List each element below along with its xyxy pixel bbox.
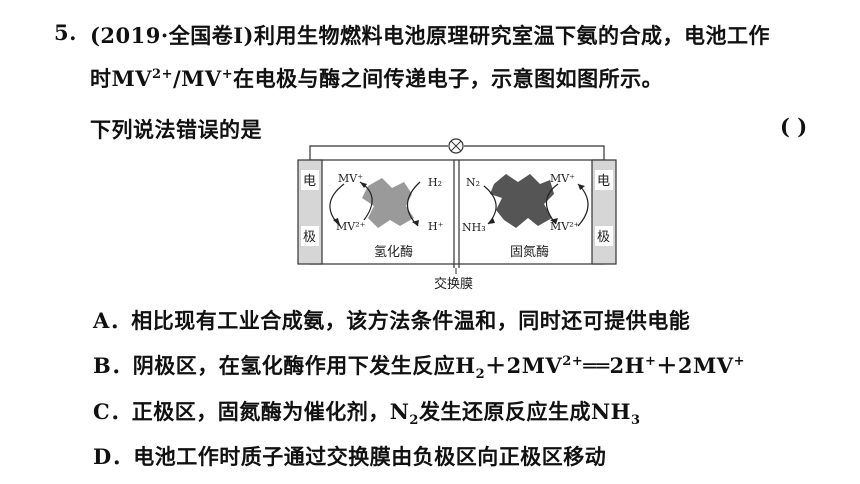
left-electrode-label-top: 电	[303, 174, 316, 189]
right-electrode-label-top: 电	[597, 174, 610, 189]
option-sup: +	[733, 354, 745, 369]
right-mv-plus-label: MV⁺	[550, 172, 575, 185]
left-mv-2plus-label: MV²⁺	[336, 220, 366, 233]
option-text: ＋2MV	[485, 353, 563, 378]
lamp-icon	[448, 138, 464, 154]
option-c: C．正极区，固氮酶为催化剂，N2发生还原反应生成NH3	[93, 396, 641, 428]
question-number: 5.	[54, 20, 77, 45]
hydrogenase-enzyme-shape	[362, 178, 414, 228]
right-electrode-label-bottom: 极	[597, 230, 610, 245]
option-sub: 3	[631, 413, 641, 429]
option-text: ══2H	[583, 353, 645, 378]
h2-label: H₂	[428, 176, 442, 189]
stem-text: 时MV	[90, 66, 153, 91]
membrane-label: 交换膜	[434, 276, 473, 292]
option-d: D．电池工作时质子通过交换膜由负极区向正极区移动	[93, 444, 607, 469]
stem-sup: 2+	[152, 67, 173, 82]
option-a: A．相比现有工业合成氨，该方法条件温和，同时还可提供电能	[93, 308, 691, 333]
stem-text: /MV	[173, 66, 222, 91]
option-text: ＋2MV	[656, 353, 734, 378]
option-sup: 2+	[562, 354, 584, 369]
n2-label: N₂	[466, 176, 480, 189]
question-stem-line1: (2019·全国卷Ⅰ)利用生物燃料电池原理研究室温下氨的合成，电池工作	[90, 23, 770, 48]
left-electrode-label-bottom: 极	[303, 230, 316, 245]
option-text: B．阴极区，在氢化酶作用下发生反应H	[93, 353, 476, 378]
option-b: B．阴极区，在氢化酶作用下发生反应H2＋2MV2+══2H+＋2MV+	[93, 350, 745, 382]
option-sub: 2	[409, 413, 419, 429]
left-mv-plus-label: MV⁺	[338, 172, 363, 185]
answer-parentheses: ( )	[780, 114, 808, 139]
hydrogenase-label: 氢化酶	[374, 244, 413, 260]
fuel-cell-diagram: 电 极 电 极 MV⁺ MV²⁺ H₂ H⁺ N₂ NH₃ MV⁺ MV²⁺ 氢…	[297, 138, 617, 292]
option-text: C．正极区，固氮酶为催化剂，N	[93, 399, 410, 424]
h-plus-label: H⁺	[428, 220, 444, 233]
nitrogenase-enzyme-shape	[490, 174, 554, 228]
option-text: 发生还原反应生成NH	[418, 399, 632, 424]
stem-text: 在电极与酶之间传递电子，示意图如图所示。	[233, 66, 664, 91]
option-sup: +	[645, 354, 657, 369]
question-stem-line3: 下列说法错误的是	[90, 117, 262, 142]
right-mv-2plus-label: MV²⁺	[550, 220, 580, 233]
nitrogenase-label: 固氮酶	[510, 244, 549, 260]
option-sub: 2	[475, 367, 486, 383]
stem-sup: +	[221, 67, 234, 82]
question-stem-line2: 时MV2+/MV+在电极与酶之间传递电子，示意图如图所示。	[90, 63, 663, 93]
nh3-label: NH₃	[462, 221, 486, 234]
